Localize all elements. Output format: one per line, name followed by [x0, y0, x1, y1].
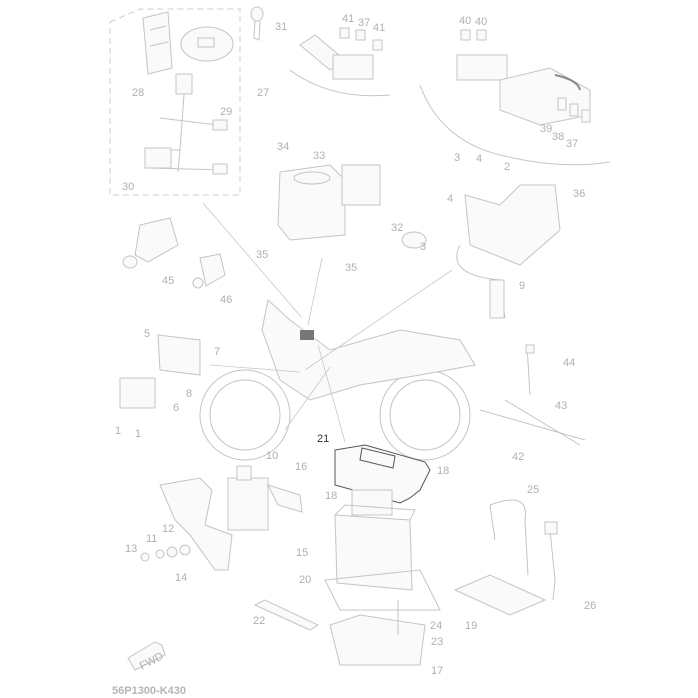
callout-37: 37	[358, 17, 370, 29]
fuel-cap	[180, 26, 234, 62]
fwd-arrow: FWD	[127, 641, 166, 673]
cable-tie-43-42	[479, 399, 586, 446]
bracket-16	[267, 484, 303, 513]
pad-18	[351, 489, 393, 516]
callout-31: 31	[275, 21, 287, 33]
horn-45	[122, 217, 179, 269]
callout-35b: 35	[345, 262, 357, 274]
callout-38: 38	[552, 131, 564, 143]
callout-28: 28	[132, 87, 144, 99]
harness-25	[489, 499, 558, 601]
callout-39: 39	[540, 123, 552, 135]
callout-29: 29	[220, 106, 232, 118]
ecu-28	[142, 11, 173, 75]
callout-35: 35	[256, 249, 268, 261]
callout-36: 36	[573, 188, 585, 200]
sheet-20	[324, 569, 441, 611]
starter-relay-2	[456, 184, 561, 319]
callout-24: 24	[430, 620, 442, 632]
leader-lines	[202, 202, 453, 443]
relay-block	[289, 27, 391, 97]
ignition-switch-29	[144, 73, 228, 175]
callout-41b: 41	[373, 22, 385, 34]
callout-10: 10	[266, 450, 278, 462]
callout-2: 2	[504, 161, 510, 173]
pad-19	[453, 574, 547, 616]
callout-37b: 37	[566, 138, 578, 150]
callout-44: 44	[563, 357, 575, 369]
callout-3: 3	[454, 152, 460, 164]
callout-21: 21	[317, 433, 329, 445]
motorcycle	[199, 299, 476, 461]
group-box-27	[109, 8, 241, 196]
callout-42: 42	[512, 451, 524, 463]
callout-19: 19	[465, 620, 477, 632]
callout-40b: 40	[475, 16, 487, 28]
callout-33: 33	[313, 150, 325, 162]
key-31	[250, 6, 264, 41]
callout-34: 34	[277, 141, 289, 153]
callout-43: 43	[555, 400, 567, 412]
callout-20: 20	[299, 574, 311, 586]
callout-7: 7	[214, 346, 220, 358]
callout-45: 45	[162, 275, 174, 287]
callout-27: 27	[257, 87, 269, 99]
strap-22	[253, 599, 320, 631]
fuse-box-36	[419, 29, 611, 166]
callout-46: 46	[220, 294, 232, 306]
callout-4: 4	[476, 153, 482, 165]
callout-32: 32	[391, 222, 403, 234]
callout-4b: 4	[447, 193, 453, 205]
bracket-main	[159, 477, 233, 571]
callout-40: 40	[459, 15, 471, 27]
callout-3b: 3	[420, 241, 426, 253]
horn-46	[192, 253, 226, 289]
callout-1b: 1	[135, 428, 141, 440]
callout-8: 8	[186, 388, 192, 400]
callout-18b: 18	[325, 490, 337, 502]
callout-6: 6	[173, 402, 179, 414]
callout-17: 17	[431, 665, 443, 677]
cable-tie-44	[525, 344, 535, 396]
bracket-5	[119, 334, 201, 409]
cap-32	[401, 231, 427, 249]
callout-9: 9	[519, 280, 525, 292]
diagram-code: 56P1300-K430	[112, 685, 186, 697]
callout-labels: 31 27 28 29 30 41 37 41 40 40 39 38 37 3…	[115, 13, 596, 677]
bolt-set	[140, 544, 191, 562]
callout-14: 14	[175, 572, 187, 584]
regulator-10	[227, 465, 269, 531]
cover-34	[277, 164, 346, 241]
battery-15	[334, 504, 416, 591]
callout-5: 5	[144, 328, 150, 340]
callout-22: 22	[253, 615, 265, 627]
battery-box-17	[329, 600, 426, 666]
callout-18: 18	[437, 465, 449, 477]
callout-30: 30	[122, 181, 134, 193]
callout-15: 15	[296, 547, 308, 559]
callout-11: 11	[146, 533, 157, 545]
callout-26: 26	[584, 600, 596, 612]
callout-41: 41	[342, 13, 354, 25]
callout-12: 12	[162, 523, 174, 535]
callout-23: 23	[431, 636, 443, 648]
callout-1: 1	[115, 425, 121, 437]
callout-16: 16	[295, 461, 307, 473]
callout-25: 25	[527, 484, 539, 496]
sensor-33	[341, 164, 381, 206]
callout-13: 13	[125, 543, 137, 555]
